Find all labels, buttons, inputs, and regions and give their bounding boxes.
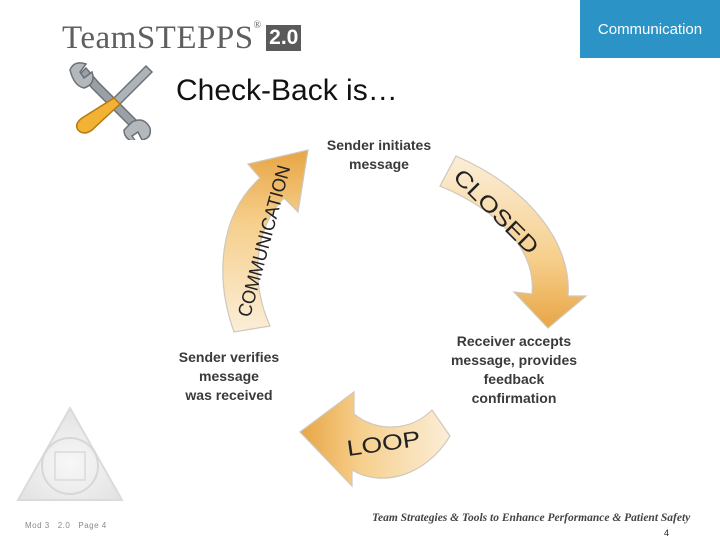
loop-arrow bbox=[299, 390, 451, 488]
screwdriver-icon bbox=[75, 64, 154, 134]
footer-page: Page 4 bbox=[78, 521, 107, 530]
step-line: Sender initiates bbox=[327, 137, 431, 153]
step-receiver-accepts: Receiver accepts message, provides feedb… bbox=[451, 333, 577, 406]
step-line: feedback bbox=[484, 371, 545, 387]
section-label: Communication bbox=[597, 20, 703, 38]
step-line: message bbox=[199, 368, 259, 384]
step-line: Sender verifies bbox=[179, 349, 280, 365]
slide-number: 4 bbox=[664, 528, 670, 538]
step-line: message bbox=[349, 156, 409, 172]
teamstepps-triangle-watermark bbox=[16, 405, 124, 501]
closed-arrow bbox=[439, 155, 588, 329]
footer-module-info: Mod 3 2.0 Page 4 bbox=[25, 521, 115, 530]
teamstepps-logo: TeamSTEPPS ® 2.0 bbox=[62, 18, 302, 58]
step-line: message, provides bbox=[451, 352, 577, 368]
logo-registered-mark: ® bbox=[253, 19, 262, 31]
step-line: was received bbox=[184, 387, 272, 403]
step-line: Receiver accepts bbox=[457, 333, 572, 349]
step-sender-initiates: Sender initiates message bbox=[327, 137, 431, 172]
logo-text: TeamSTEPPS bbox=[62, 19, 254, 56]
tools-icon bbox=[69, 62, 154, 140]
section-tab: Communication bbox=[580, 0, 720, 58]
wrench-icon bbox=[69, 62, 152, 140]
footer-tagline: Team Strategies & Tools to Enhance Perfo… bbox=[372, 512, 691, 524]
footer-version: 2.0 bbox=[57, 521, 71, 530]
step-sender-verifies: Sender verifies message was received bbox=[179, 349, 280, 403]
footer-module: Mod 3 bbox=[25, 521, 50, 530]
slide-title: Check-Back is… bbox=[176, 74, 398, 107]
communication-arrow bbox=[222, 149, 309, 333]
step-line: confirmation bbox=[472, 390, 557, 406]
logo-version-badge: 2.0 bbox=[266, 25, 302, 51]
